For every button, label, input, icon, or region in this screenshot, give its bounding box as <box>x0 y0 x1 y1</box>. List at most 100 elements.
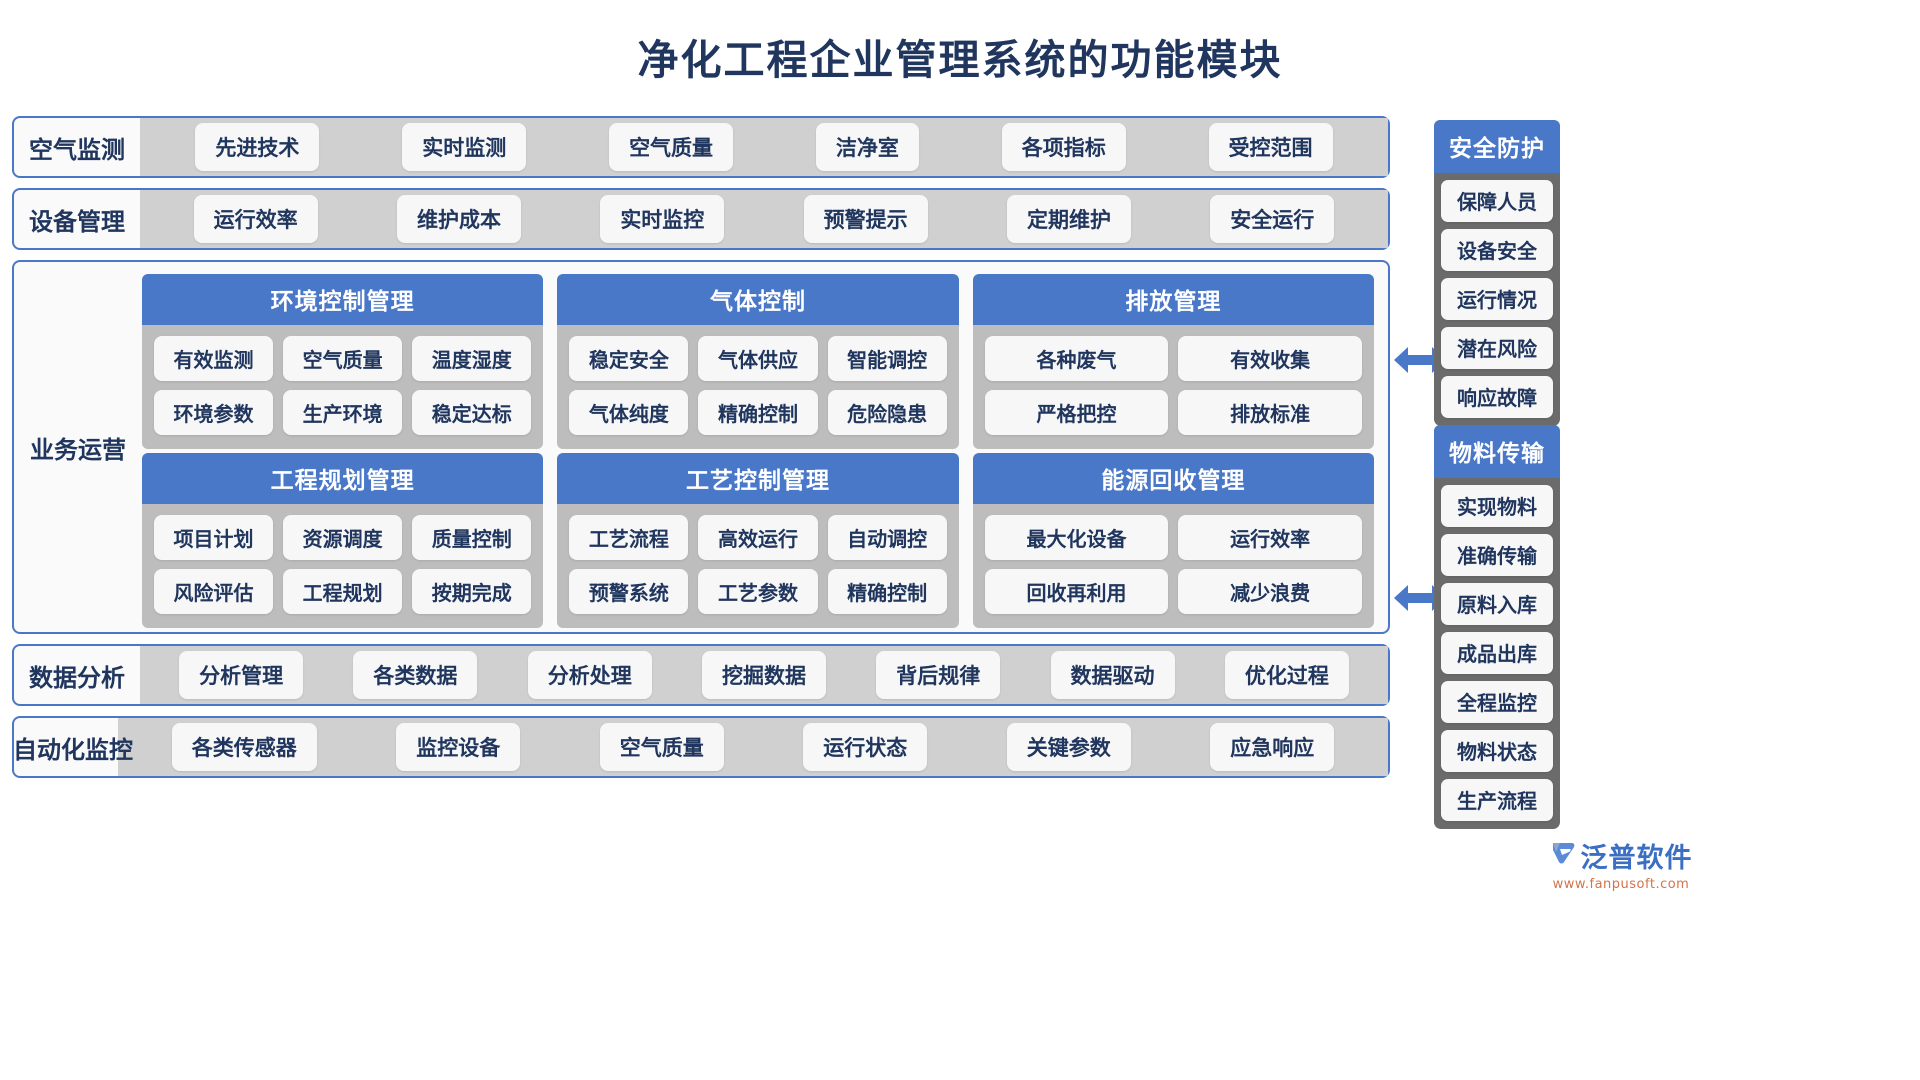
card-chip[interactable]: 风险评估 <box>154 569 274 614</box>
row-automation-monitoring: 自动化监控 各类传感器 监控设备 空气质量 运行状态 关键参数 应急响应 <box>12 716 1390 778</box>
card-chip[interactable]: 精确控制 <box>698 390 818 435</box>
card-chip[interactable]: 按期完成 <box>412 569 532 614</box>
chip-auto-1[interactable]: 各类传感器 <box>171 723 317 771</box>
chip-data-7[interactable]: 优化过程 <box>1224 651 1349 699</box>
card-title-gas-control: 气体控制 <box>557 274 959 325</box>
card-project-planning[interactable]: 工程规划管理 项目计划 资源调度 质量控制 风险评估 工程规划 按期完成 <box>142 453 544 628</box>
chip-auto-2[interactable]: 监控设备 <box>396 723 521 771</box>
card-chip[interactable]: 工艺参数 <box>698 569 818 614</box>
card-chip[interactable]: 气体纯度 <box>569 390 689 435</box>
chip-data-3[interactable]: 分析处理 <box>527 651 652 699</box>
chip-equip-3[interactable]: 实时监控 <box>600 195 725 243</box>
sidebar-item-material-5[interactable]: 全程监控 <box>1441 681 1553 723</box>
card-gas-control[interactable]: 气体控制 稳定安全 气体供应 智能调控 气体纯度 精确控制 危险隐患 <box>557 274 959 449</box>
card-chip[interactable]: 排放标准 <box>1178 390 1362 435</box>
chip-equip-1[interactable]: 运行效率 <box>193 195 318 243</box>
sidebar-item-material-3[interactable]: 原料入库 <box>1441 583 1553 625</box>
sidebar-item-material-7[interactable]: 生产流程 <box>1441 779 1553 821</box>
chip-air-4[interactable]: 洁净室 <box>815 123 919 171</box>
sidebar-item-safety-5[interactable]: 响应故障 <box>1441 376 1553 418</box>
card-emission-management[interactable]: 排放管理 各种废气 有效收集 严格把控 排放标准 <box>972 274 1374 449</box>
row-label-air-monitoring: 空气监测 <box>29 134 125 164</box>
card-chip[interactable]: 稳定达标 <box>412 390 532 435</box>
chip-air-6[interactable]: 受控范围 <box>1208 123 1333 171</box>
main-content-column: 空气监测 先进技术 实时监测 空气质量 洁净室 各项指标 受控范围 设备管理 运… <box>12 116 1390 788</box>
card-row: 有效监测 空气质量 温度湿度 <box>154 336 532 381</box>
chip-data-5[interactable]: 背后规律 <box>876 651 1001 699</box>
chip-air-5[interactable]: 各项指标 <box>1001 123 1126 171</box>
chip-data-2[interactable]: 各类数据 <box>353 651 478 699</box>
card-chip[interactable]: 运行效率 <box>1178 515 1362 560</box>
chip-auto-6[interactable]: 应急响应 <box>1210 723 1335 771</box>
chip-equip-4[interactable]: 预警提示 <box>803 195 928 243</box>
card-chip[interactable]: 工艺流程 <box>569 515 689 560</box>
chip-auto-3[interactable]: 空气质量 <box>599 723 724 771</box>
card-chip[interactable]: 空气质量 <box>283 336 403 381</box>
chip-air-3[interactable]: 空气质量 <box>609 123 734 171</box>
safety-link-arrow-icon <box>1392 340 1448 380</box>
card-chip[interactable]: 气体供应 <box>698 336 818 381</box>
chip-equip-2[interactable]: 维护成本 <box>396 195 521 243</box>
chip-data-6[interactable]: 数据驱动 <box>1050 651 1175 699</box>
card-chip[interactable]: 减少浪费 <box>1178 569 1362 614</box>
chip-auto-5[interactable]: 关键参数 <box>1006 723 1131 771</box>
card-row: 最大化设备 运行效率 <box>984 515 1362 560</box>
row-air-monitoring: 空气监测 先进技术 实时监测 空气质量 洁净室 各项指标 受控范围 <box>12 116 1390 178</box>
card-chip[interactable]: 高效运行 <box>698 515 818 560</box>
row-equipment-management: 设备管理 运行效率 维护成本 实时监控 预警提示 定期维护 安全运行 <box>12 188 1390 250</box>
sidebar-item-material-6[interactable]: 物料状态 <box>1441 730 1553 772</box>
chip-strip-equipment-management: 运行效率 维护成本 实时监控 预警提示 定期维护 安全运行 <box>140 190 1388 248</box>
chip-equip-5[interactable]: 定期维护 <box>1006 195 1131 243</box>
card-title-emission-management: 排放管理 <box>972 274 1374 325</box>
card-chip[interactable]: 有效收集 <box>1178 336 1362 381</box>
card-chip[interactable]: 工程规划 <box>283 569 403 614</box>
card-chip[interactable]: 稳定安全 <box>569 336 689 381</box>
card-chip[interactable]: 最大化设备 <box>984 515 1169 560</box>
chip-auto-4[interactable]: 运行状态 <box>803 723 928 771</box>
sidebar-title-safety-protection: 安全防护 <box>1434 120 1560 173</box>
card-row: 各种废气 有效收集 <box>984 336 1362 381</box>
card-chip[interactable]: 生产环境 <box>283 390 403 435</box>
card-title-environment-control: 环境控制管理 <box>142 274 544 325</box>
chip-equip-6[interactable]: 安全运行 <box>1210 195 1335 243</box>
card-row: 风险评估 工程规划 按期完成 <box>154 569 532 614</box>
card-chip[interactable]: 危险隐患 <box>827 390 947 435</box>
card-chip[interactable]: 精确控制 <box>827 569 947 614</box>
card-chip[interactable]: 环境参数 <box>154 390 274 435</box>
card-chip[interactable]: 有效监测 <box>154 336 274 381</box>
card-row: 回收再利用 减少浪费 <box>984 569 1362 614</box>
sidebar-item-material-2[interactable]: 准确传输 <box>1441 534 1553 576</box>
card-body-process-control: 工艺流程 高效运行 自动调控 预警系统 工艺参数 精确控制 <box>557 504 959 628</box>
sidebar-item-material-4[interactable]: 成品出库 <box>1441 632 1553 674</box>
card-chip[interactable]: 智能调控 <box>827 336 947 381</box>
card-chip[interactable]: 质量控制 <box>412 515 532 560</box>
sidebar-item-safety-1[interactable]: 保障人员 <box>1441 180 1553 222</box>
card-chip[interactable]: 严格把控 <box>984 390 1169 435</box>
card-process-control[interactable]: 工艺控制管理 工艺流程 高效运行 自动调控 预警系统 工艺参数 精确控制 <box>557 453 959 628</box>
card-energy-recovery[interactable]: 能源回收管理 最大化设备 运行效率 回收再利用 减少浪费 <box>972 453 1374 628</box>
chip-data-4[interactable]: 挖掘数据 <box>701 651 826 699</box>
chip-air-2[interactable]: 实时监测 <box>402 123 527 171</box>
sidebar-item-safety-2[interactable]: 设备安全 <box>1441 229 1553 271</box>
logo-text: 泛普软件 <box>1580 843 1693 874</box>
card-chip[interactable]: 项目计划 <box>154 515 274 560</box>
sidebar-item-safety-3[interactable]: 运行情况 <box>1441 278 1553 320</box>
row-business-operations: 业务运营 环境控制管理 有效监测 空气质量 温度湿度 环境参数 生产环境 稳定达… <box>12 260 1390 634</box>
sidebar-item-material-1[interactable]: 实现物料 <box>1441 485 1553 527</box>
card-chip[interactable]: 预警系统 <box>569 569 689 614</box>
card-environment-control[interactable]: 环境控制管理 有效监测 空气质量 温度湿度 环境参数 生产环境 稳定达标 <box>142 274 544 449</box>
chip-data-1[interactable]: 分析管理 <box>179 651 304 699</box>
chip-air-1[interactable]: 先进技术 <box>195 123 320 171</box>
card-chip[interactable]: 回收再利用 <box>984 569 1169 614</box>
card-chip[interactable]: 温度湿度 <box>412 336 532 381</box>
sidebar-item-safety-4[interactable]: 潜在风险 <box>1441 327 1553 369</box>
card-row: 环境参数 生产环境 稳定达标 <box>154 390 532 435</box>
card-title-project-planning: 工程规划管理 <box>142 453 544 504</box>
card-row: 稳定安全 气体供应 智能调控 <box>569 336 947 381</box>
card-chip[interactable]: 自动调控 <box>827 515 947 560</box>
card-body-gas-control: 稳定安全 气体供应 智能调控 气体纯度 精确控制 危险隐患 <box>557 325 959 449</box>
card-chip[interactable]: 各种废气 <box>984 336 1169 381</box>
card-chip[interactable]: 资源调度 <box>283 515 403 560</box>
page-title: 净化工程企业管理系统的功能模块 <box>637 36 1283 84</box>
sidebar-panel-safety-protection: 安全防护 保障人员 设备安全 运行情况 潜在风险 响应故障 <box>1434 120 1560 426</box>
